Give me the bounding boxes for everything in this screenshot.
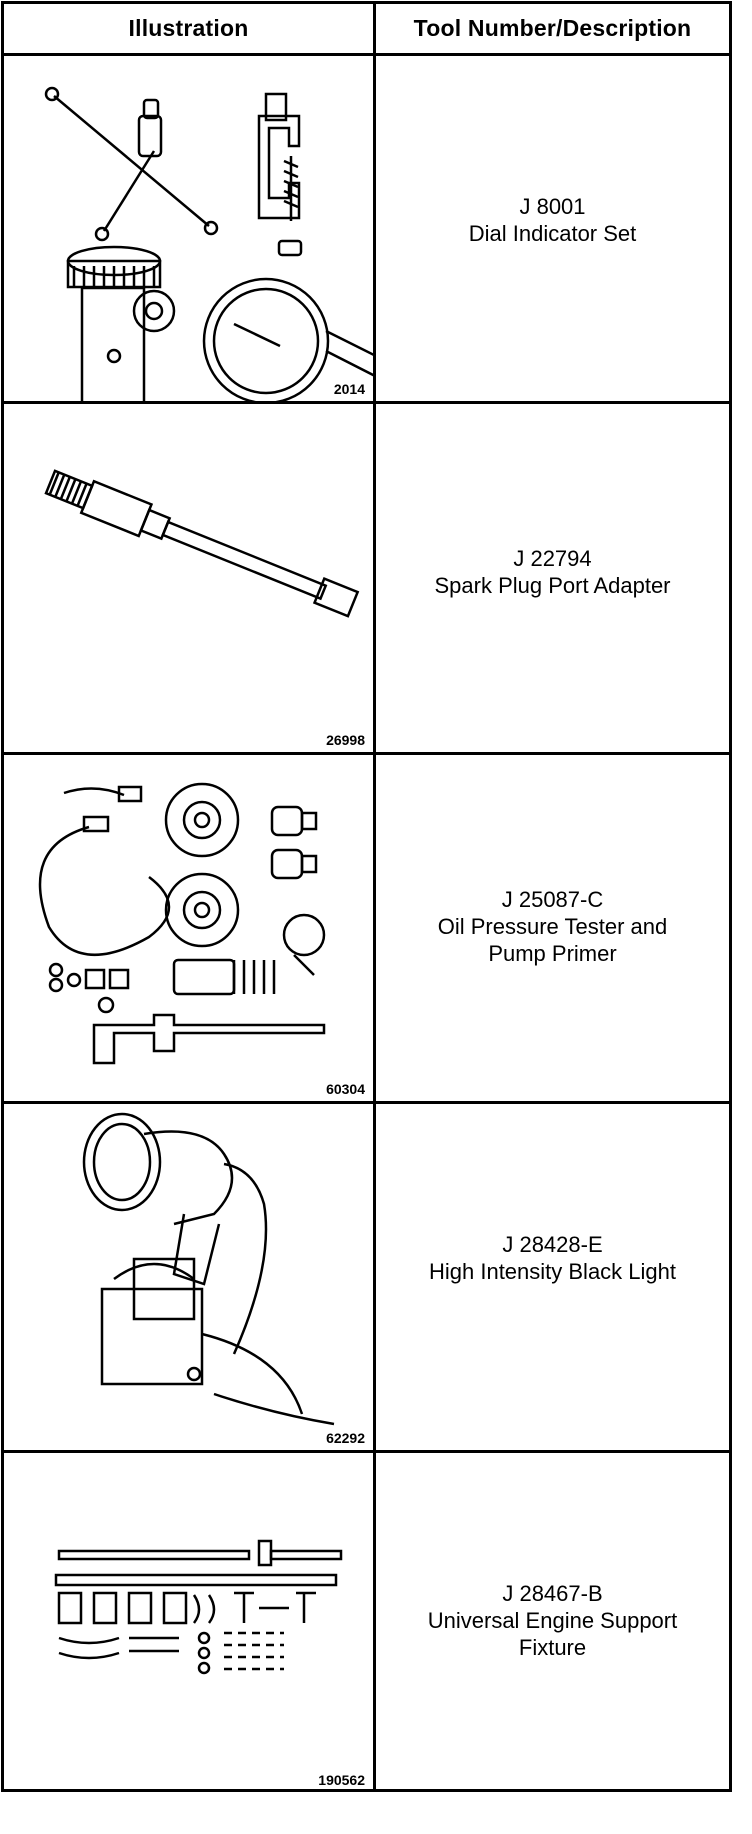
figure-number: 62292	[326, 1430, 365, 1446]
tool-name: Dial Indicator Set	[468, 221, 637, 246]
engine-support-fixture-illustration: 190562	[4, 1453, 373, 1792]
figure-number: 190562	[318, 1772, 365, 1788]
tool-number: J 28467-B	[502, 1581, 603, 1606]
tool-name: High Intensity Black Light	[428, 1259, 677, 1284]
table-row: 60304 J 25087-C Oil Pressure Tester and …	[4, 755, 729, 1104]
table-row: 2014 J 8001 Dial Indicator Set	[4, 56, 729, 404]
tool-description: J 28467-B Universal Engine Support Fixtu…	[376, 1580, 729, 1661]
tool-description: J 8001 Dial Indicator Set	[376, 193, 729, 247]
tool-number: J 25087-C	[501, 887, 604, 912]
tool-name: Universal Engine Support Fixture	[427, 1608, 678, 1660]
tool-description: J 28428-E High Intensity Black Light	[376, 1231, 729, 1285]
tool-number: J 8001	[519, 194, 586, 219]
tool-description: J 25087-C Oil Pressure Tester and Pump P…	[376, 886, 729, 967]
header-tool-number-description: Tool Number/Description	[413, 15, 692, 41]
black-light-illustration: 62292	[4, 1104, 373, 1450]
tool-number: J 28428-E	[502, 1232, 603, 1257]
tool-number: J 22794	[513, 546, 592, 571]
figure-number: 26998	[326, 732, 365, 748]
dial-indicator-set-illustration: 2014	[4, 56, 373, 401]
figure-number: 2014	[333, 381, 365, 397]
header-illustration: Illustration	[128, 15, 249, 41]
tool-name: Spark Plug Port Adapter	[434, 573, 671, 598]
tools-table: Illustration Tool Number/Description	[1, 1, 732, 1792]
oil-pressure-tester-illustration: 60304	[4, 755, 373, 1101]
tool-name: Oil Pressure Tester and Pump Primer	[437, 914, 668, 966]
table-row: 190562 J 28467-B Universal Engine Suppor…	[4, 1453, 729, 1792]
spark-plug-port-adapter-illustration: 26998	[4, 404, 373, 752]
table-header: Illustration Tool Number/Description	[4, 4, 729, 56]
tool-description: J 22794 Spark Plug Port Adapter	[376, 545, 729, 599]
table-row: 26998 J 22794 Spark Plug Port Adapter	[4, 404, 729, 755]
column-divider	[373, 4, 376, 1789]
table-row: 62292 J 28428-E High Intensity Black Lig…	[4, 1104, 729, 1453]
figure-number: 60304	[326, 1081, 365, 1097]
